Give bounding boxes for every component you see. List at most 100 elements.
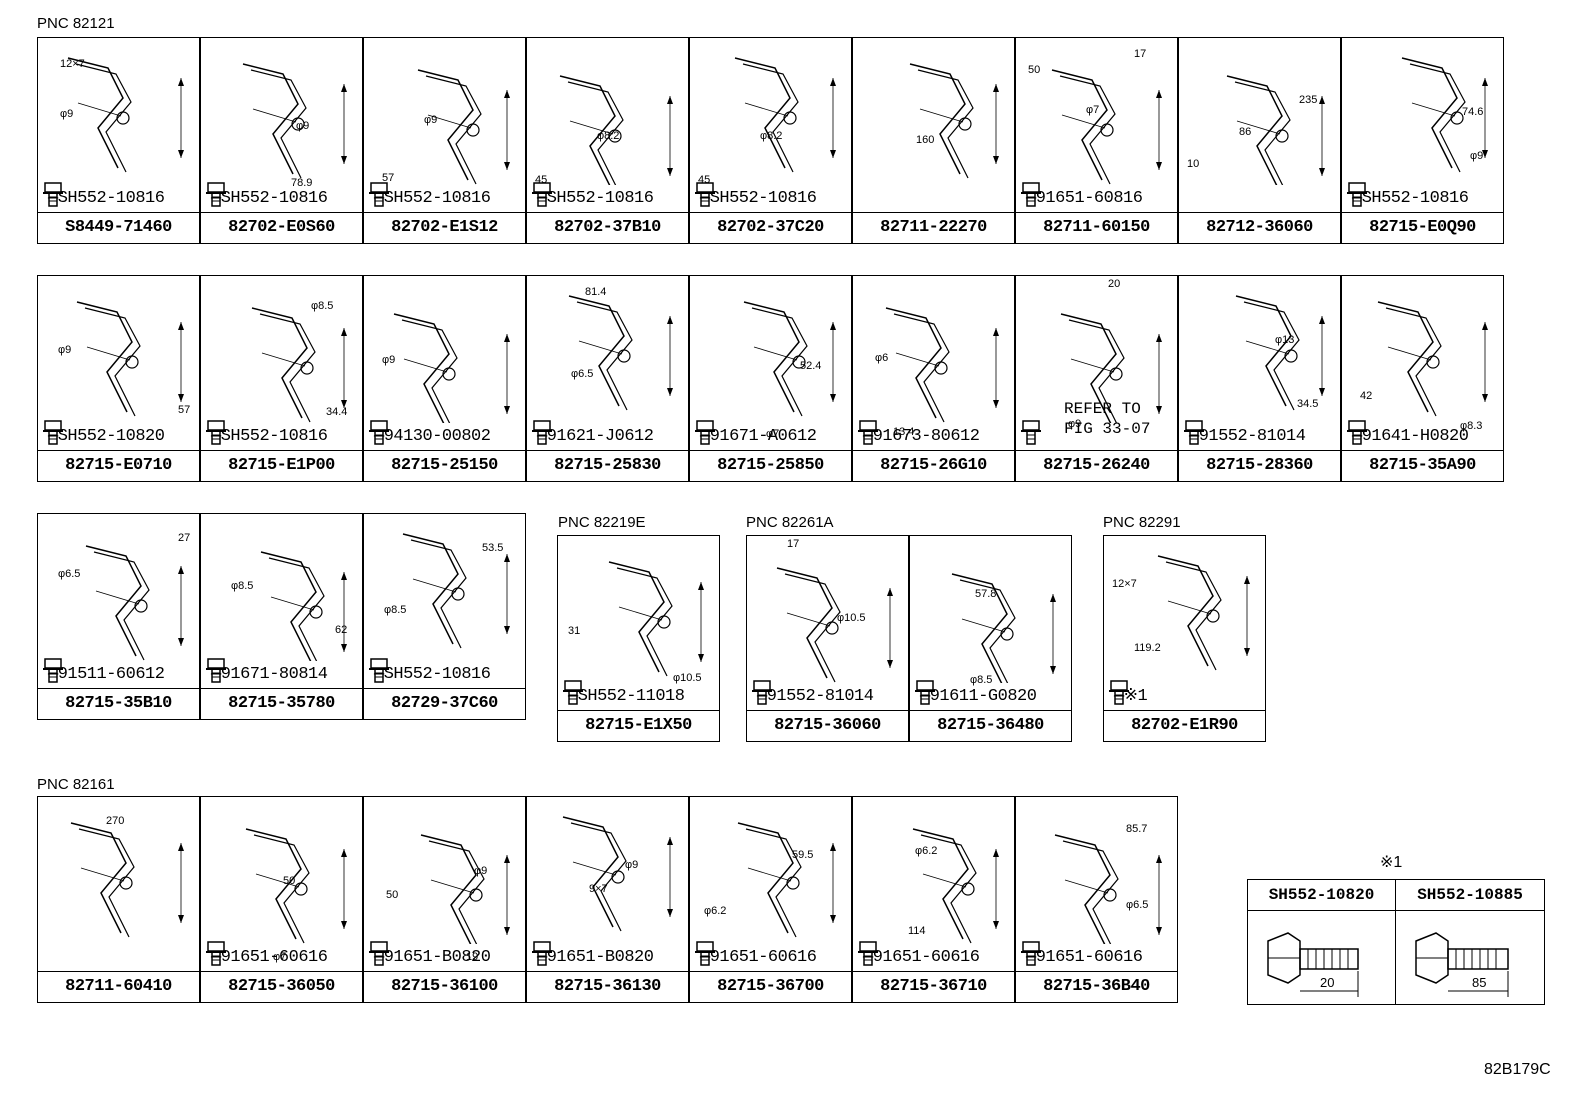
dimension-label: φ6.5 xyxy=(1126,899,1149,911)
dimension-label: φ6 xyxy=(875,352,889,364)
bolt-part-number: —91671-80814 xyxy=(211,665,328,684)
dimension-label: φ9 xyxy=(382,354,396,366)
bolt-icon xyxy=(915,680,935,705)
dimension-label: 34.4 xyxy=(326,406,348,418)
bolt-part-number: —SH552-10816 xyxy=(374,189,491,208)
dimension-label: 19 xyxy=(466,951,479,963)
dimension-label: 53.5 xyxy=(482,542,504,554)
part-number: 82715-25850 xyxy=(690,450,851,481)
part-drawing xyxy=(417,69,510,185)
dimension-label: 17 xyxy=(1134,48,1147,60)
bolt-icon xyxy=(206,941,226,966)
bolt-part-number: —SH552-10816 xyxy=(700,189,817,208)
dimension-label: 114 xyxy=(908,925,926,937)
bolt-icon xyxy=(43,658,63,683)
part-drawing xyxy=(245,828,347,944)
dimension-label: 86 xyxy=(1239,126,1252,138)
dimension-label: φ9 xyxy=(60,108,74,120)
bolt-part-number: —SH552-10816 xyxy=(211,189,328,208)
dimension-label: 10 xyxy=(1187,158,1200,170)
bolt-icon xyxy=(369,941,389,966)
bolt-part-number: —91651-60616 xyxy=(700,948,817,967)
part-drawing xyxy=(393,313,510,423)
dimension-label: 17 xyxy=(787,538,800,550)
bolt-icon xyxy=(369,182,389,207)
part-number: 82715-26240 xyxy=(1016,450,1177,481)
dimension-label: 160 xyxy=(916,134,935,146)
dimension-label: φ7 xyxy=(766,428,780,440)
bolt-icon xyxy=(206,658,226,683)
dimension-label: φ8.3 xyxy=(1460,420,1483,432)
part-number: 82711-60410 xyxy=(38,971,199,1002)
bolt-icon xyxy=(369,658,389,683)
dimension-label: 13.4 xyxy=(893,426,915,438)
bolt-part-number: —※1 xyxy=(1114,687,1148,706)
dimension-label: 85.7 xyxy=(1126,823,1148,835)
part-number: 82712-36060 xyxy=(1179,212,1340,243)
bolt-85-drawing xyxy=(1415,932,1509,997)
refer-note: REFER TO FIG 33-07 xyxy=(1064,400,1151,438)
note-col-1-length: 20 xyxy=(1320,975,1335,990)
part-drawing xyxy=(1054,834,1162,944)
bolt-part-number: —91671-A0612 xyxy=(700,427,817,446)
dimension-label: 9×7 xyxy=(589,883,608,895)
bolt-icon xyxy=(532,941,552,966)
part-cell: 235 86 10 82712-36060 xyxy=(1178,37,1341,244)
part-drawing xyxy=(76,301,184,417)
dimension-label: 235 xyxy=(1299,94,1318,106)
dimension-label: 31 xyxy=(568,625,581,637)
part-number: 82715-E1P00 xyxy=(201,450,362,481)
part-number: 82715-36710 xyxy=(853,971,1014,1002)
pnc-label-82261a: PNC 82261A xyxy=(746,514,834,531)
part-drawing xyxy=(1051,69,1162,185)
dimension-label: 27 xyxy=(178,532,191,544)
dimension-label: φ9 xyxy=(1068,418,1082,430)
part-number: 82715-36100 xyxy=(364,971,525,1002)
bolt-part-number: —SH552-10820 xyxy=(48,427,165,446)
dimension-label: φ6.5 xyxy=(571,368,594,380)
note-col-1: SH552-10820 20 xyxy=(1248,880,1396,1004)
bolt-icon xyxy=(1021,420,1041,445)
pnc-label-82121: PNC 82121 xyxy=(37,15,115,32)
bolt-icon xyxy=(532,420,552,445)
part-drawing xyxy=(1157,555,1250,671)
part-number: 82715-28360 xyxy=(1179,450,1340,481)
part-drawing xyxy=(776,567,893,683)
bolt-icon xyxy=(43,420,63,445)
bolt-part-number: —SH552-10816 xyxy=(48,189,165,208)
dimension-label: φ8.5 xyxy=(970,674,993,686)
bolt-icon xyxy=(43,182,63,207)
part-number: 82715-35B10 xyxy=(38,688,199,719)
dimension-label: 57 xyxy=(382,172,395,184)
dimension-label: 62 xyxy=(335,624,348,636)
bolt-part-number: —SH552-10816 xyxy=(1352,189,1469,208)
note-col-2-part-number: SH552-10885 xyxy=(1396,880,1544,911)
bolt-icon xyxy=(695,182,715,207)
part-drawing xyxy=(1235,295,1325,411)
bolt-icon xyxy=(1347,420,1367,445)
part-number: 82715-35A90 xyxy=(1342,450,1503,481)
dimension-label: 42 xyxy=(1360,390,1373,402)
part-drawing xyxy=(559,75,673,185)
dimension-label: φ8.2 xyxy=(597,130,620,142)
bolt-icon xyxy=(532,182,552,207)
dimension-label: φ8.5 xyxy=(311,300,334,312)
note-mark: ※1 xyxy=(1380,854,1403,871)
part-number: 82715-36700 xyxy=(690,971,851,1002)
part-drawing xyxy=(608,561,704,677)
dimension-label: φ9 xyxy=(58,344,72,356)
bolt-part-number: —94130-00802 xyxy=(374,427,491,446)
part-number: 82729-37C60 xyxy=(364,688,525,719)
bolt-icon xyxy=(206,182,226,207)
part-number: 82715-36050 xyxy=(201,971,362,1002)
bolt-icon xyxy=(563,680,583,705)
